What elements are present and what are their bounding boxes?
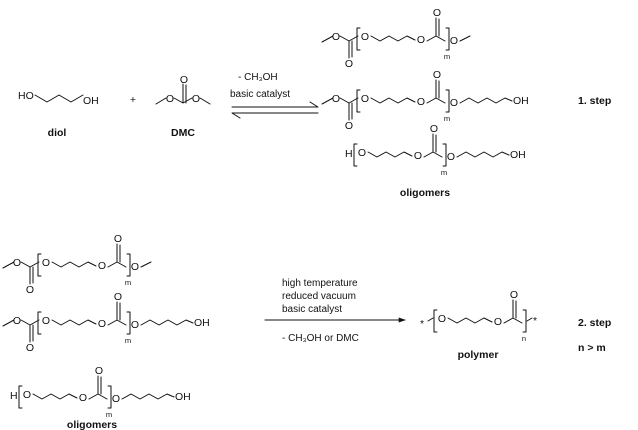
oxygen-atom: O — [361, 31, 369, 43]
oxygen-atom: O — [79, 392, 87, 404]
oxygen-atom: O — [98, 260, 106, 272]
repeat-index-n: n — [522, 334, 526, 343]
oxygen-atom: O — [42, 257, 50, 269]
oxygen-atom: O — [13, 315, 21, 327]
dmc-structure: O O O DMC — [155, 74, 211, 139]
step1-section: HO OH diol + O O O DMC - CH₃OH basic cat… — [18, 7, 611, 199]
condition-byproduct-removal: - CH₃OH or DMC — [282, 333, 359, 344]
hydrogen-atom: H — [345, 148, 353, 160]
degree-relation: n > m — [578, 342, 606, 354]
oxygen-atom: O — [438, 313, 446, 325]
oxygen-atom: O — [332, 93, 340, 105]
oligomer-dimethyl-end: O O O O O m O — [321, 7, 471, 70]
condition-methanol-removal: - CH₃OH — [238, 72, 278, 83]
hydroxyl-group: HO — [18, 90, 34, 102]
oxygen-atom: O — [332, 31, 340, 43]
dmc-label: DMC — [171, 127, 195, 139]
step1-label: 1. step — [578, 95, 611, 107]
oxygen-atom: O — [95, 365, 103, 377]
step1-product-label: oligomers — [400, 187, 450, 199]
oxygen-atom: O — [414, 150, 422, 162]
oxygen-atom: O — [450, 35, 458, 47]
repeat-index-m: m — [106, 410, 112, 419]
oxygen-atom: O — [417, 96, 425, 108]
hydroxyl-group: OH — [510, 149, 526, 161]
oxygen-atom: O — [417, 34, 425, 46]
repeat-index-m: m — [444, 114, 450, 123]
oxygen-atom: O — [450, 97, 458, 109]
condition-basic-catalyst: basic catalyst — [282, 304, 342, 315]
oxygen-atom: O — [13, 257, 21, 269]
star-end-group: * — [533, 315, 537, 327]
oxygen-atom: O — [23, 389, 31, 401]
repeat-index-m: m — [441, 168, 447, 177]
equilibrium-arrow: - CH₃OH basic catalyst — [230, 72, 319, 119]
repeat-index-m: m — [125, 336, 131, 345]
hydrogen-atom: H — [10, 390, 18, 402]
oxygen-atom: O — [114, 291, 122, 303]
oxygen-atom: O — [98, 318, 106, 330]
oxygen-atom: O — [26, 342, 34, 354]
diol-structure: HO OH diol — [18, 90, 99, 139]
oxygen-atom: O — [358, 147, 366, 159]
reaction-arrow: high temperature reduced vacuum basic ca… — [264, 278, 406, 344]
oxygen-atom: O — [42, 315, 50, 327]
plus-sign: + — [130, 94, 136, 106]
condition-reduced-vacuum: reduced vacuum — [282, 291, 356, 302]
hydroxyl-group: OH — [194, 317, 210, 329]
diol-label: diol — [48, 127, 67, 139]
oxygen-atom: O — [345, 58, 353, 70]
oxygen-atom: O — [131, 319, 139, 331]
oxygen-atom: O — [345, 120, 353, 132]
oligomer-dimethyl-end: O O O O O m O — [2, 233, 152, 296]
step2-section: O O O O O m O O O O O O m O — [2, 233, 611, 430]
oxygen-atom: O — [433, 69, 441, 81]
hydroxyl-group: OH — [175, 391, 191, 403]
oxygen-atom: O — [112, 393, 120, 405]
repeat-index-m: m — [125, 278, 131, 287]
hydroxyl-group: OH — [83, 95, 99, 107]
oxygen-atom: O — [361, 93, 369, 105]
oligomer-dihydroxy-end: H O O O m O OH oligomers — [10, 365, 191, 430]
repeat-index-m: m — [444, 52, 450, 61]
star-end-group: * — [420, 318, 424, 330]
oxygen-atom: O — [430, 123, 438, 135]
oxygen-atom: O — [447, 151, 455, 163]
polymer-structure: * O O O n * polymer — [420, 289, 537, 361]
oxygen-atom: O — [494, 316, 502, 328]
oxygen-atom: O — [26, 284, 34, 296]
oxygen-atom: O — [131, 261, 139, 273]
polymer-label: polymer — [458, 349, 499, 361]
oxygen-atom: O — [114, 233, 122, 245]
oxygen-atom: O — [166, 93, 174, 105]
hydroxyl-group: OH — [513, 95, 529, 107]
step2-label: 2. step — [578, 317, 611, 329]
oligomer-dihydroxy-end: H O O O m O OH oligomers — [345, 123, 526, 199]
oligomer-methyl-hydroxy-end: O O O O O m O OH — [2, 291, 210, 354]
condition-high-temperature: high temperature — [282, 278, 358, 289]
condition-basic-catalyst: basic catalyst — [230, 89, 290, 100]
step2-reactant-label: oligomers — [67, 419, 117, 430]
oligomer-methyl-hydroxy-end: O O O O O m O OH — [321, 69, 529, 132]
oxygen-atom: O — [180, 74, 188, 86]
oxygen-atom: O — [510, 289, 518, 301]
oxygen-atom: O — [192, 93, 200, 105]
oxygen-atom: O — [433, 7, 441, 19]
